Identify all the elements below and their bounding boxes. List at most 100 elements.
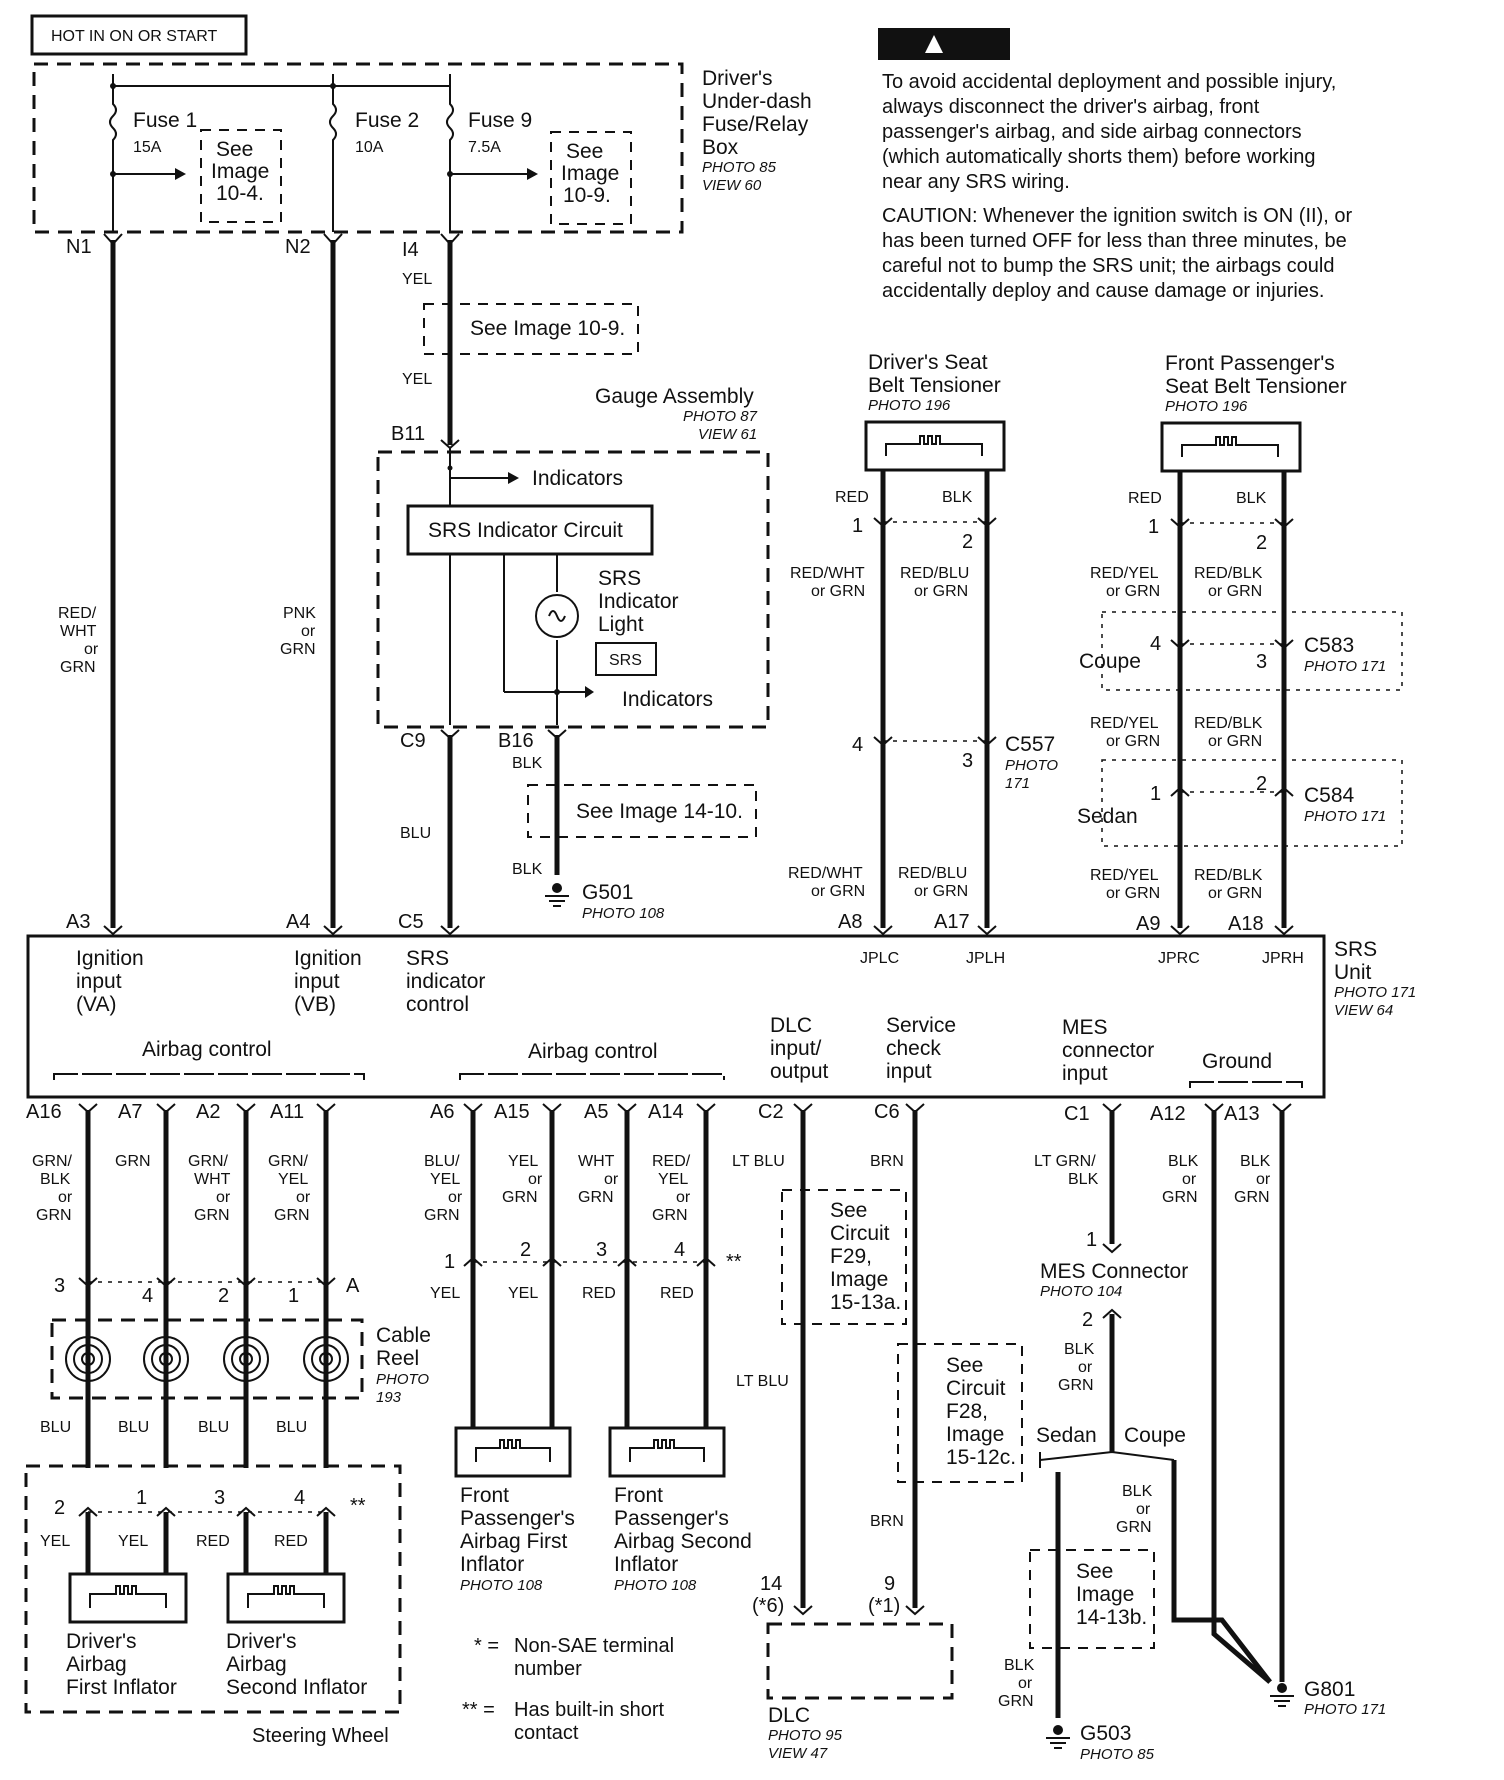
dab-second-1: Driver's [226,1630,297,1653]
svc-3: input [886,1060,932,1083]
a13-c1: BLK [1240,1153,1271,1170]
indicators-bottom: Indicators [622,688,713,711]
mes-in-3: input [1062,1062,1108,1085]
c9-color: BLU [400,825,431,842]
mes-pin-1: 1 [1086,1229,1097,1251]
reel-blu-2: BLU [118,1419,149,1436]
pass-c2: BLK [1236,490,1267,507]
caution-line-3: careful not to bump the SRS unit; the ai… [882,255,1335,277]
srs-indicator-circuit: SRS Indicator Circuit [428,519,623,542]
pab-second-photo: PHOTO 108 [614,1577,697,1594]
c2-color: LT BLU [732,1153,785,1170]
a11-c3: or [296,1189,311,1206]
mes-pin-2: 2 [1082,1309,1093,1331]
pab-pin-1: 1 [444,1251,455,1273]
ground-symbol-icon [1046,1725,1070,1749]
see-f28-1: See [946,1354,983,1377]
driver-w2b: or GRN [914,583,968,600]
a16-c2: BLK [40,1171,71,1188]
g503: G503 [1080,1722,1131,1745]
dlc-photo: PHOTO 95 [768,1727,843,1744]
driver-p2: 2 [962,531,973,553]
see-image-10-4-b: Image [211,160,269,183]
see-f28-3: F28, [946,1400,988,1423]
warning-line-4: (which automatically shorts them) before… [882,146,1316,168]
dab-first-3: First Inflator [66,1676,177,1699]
fuse-9-rating: 7.5A [468,139,501,156]
cable-reel-coil-icon [65,1336,349,1382]
inflator-squib-icon [247,1585,325,1608]
fuse-box-name-3: Fuse/Relay [702,113,809,136]
pass-w6a: RED/BLK [1194,867,1263,884]
a2-c3: or [216,1189,231,1206]
c1-color-2: BLK [1068,1171,1099,1188]
airbag-control-1: Airbag control [142,1038,272,1061]
pin-a13: A13 [1224,1103,1260,1125]
pin-c5: C5 [398,911,424,933]
power-label: HOT IN ON OR START [30,14,248,56]
srs-unit: A3 A4 C5 Ignition input (VA) Ignition in… [26,911,1416,1099]
ign-va-1: Ignition [76,947,144,970]
driver-w2a: RED/BLU [900,565,969,582]
driver-w3a: RED/WHT [788,865,863,882]
a2-c1: GRN/ [188,1153,229,1170]
c6-color: BRN [870,1153,904,1170]
fuse-box-photo: PHOTO 85 [702,159,777,176]
srs-ground: Ground [1202,1050,1272,1073]
cable-reel-name-2: Reel [376,1347,419,1370]
see-image-14-10: See Image 14-10. [576,800,743,823]
sedan-p2: 2 [1256,773,1267,795]
a6-c1: BLU/ [424,1153,460,1170]
pin-a15: A15 [494,1101,530,1123]
see-14-13b-2: Image [1076,1583,1134,1606]
pass-tensioner-name-2: Seat Belt Tensioner [1165,375,1347,398]
a16-c3: or [58,1189,73,1206]
jplc: JPLC [860,950,899,967]
steering-wheel: Steering Wheel [252,1725,389,1747]
sedan-c1: BLK [1004,1657,1035,1674]
ground-symbol-icon [545,883,569,907]
driver-p1: 1 [852,515,863,537]
pass-w3a: RED/YEL [1090,715,1159,732]
caution-line-2: has been turned OFF for less than three … [882,230,1347,252]
passenger-airbag: 1 2 3 4 ** YEL YEL RED RED Front Passeng… [430,1239,752,1594]
pin-n2: N2 [285,236,311,258]
mes-in-2: connector [1062,1039,1154,1062]
see-image-10-4-a: See [216,138,253,161]
a5-c2: or [604,1171,619,1188]
see-f28-2: Circuit [946,1377,1006,1400]
dab-pin-3: 3 [214,1487,225,1509]
pab-c4: RED [660,1285,694,1302]
warning-block: To avoid accidental deployment and possi… [878,28,1352,302]
pin-a14: A14 [648,1101,684,1123]
pin-b11: B11 [391,423,425,445]
svc-1: Service [886,1014,956,1037]
a6-c2: YEL [430,1171,460,1188]
srs-ind-2: indicator [406,970,485,993]
n2-color-3: GRN [280,641,316,658]
gauge-view: VIEW 61 [698,426,757,443]
i4-color-top: YEL [402,271,432,288]
dlc-pin-9: 9 [884,1573,895,1595]
driver-c1: RED [835,489,869,506]
fuse-2-rating: 10A [355,139,384,156]
fuse-2-name: Fuse 2 [355,109,419,132]
dab-first-1: Driver's [66,1630,137,1653]
i4-color-bottom: YEL [402,371,432,388]
see-f29-4: Image [830,1268,888,1291]
pin-a11: A11 [270,1101,304,1123]
c584: C584 [1304,784,1355,807]
indicators-top: Indicators [532,467,623,490]
mes-c2: or [1078,1359,1093,1376]
pab-c3: RED [582,1285,616,1302]
dab-c4: RED [274,1533,308,1550]
srs-ind-3: control [406,993,469,1016]
dlc-view: VIEW 47 [768,1745,828,1762]
cable-reel-photo-2: 193 [376,1389,402,1406]
pin-a6: A6 [430,1101,454,1123]
n1-color-4: GRN [60,659,96,676]
mes-photo: PHOTO 104 [1040,1283,1122,1300]
pab-pin-2: 2 [520,1239,531,1261]
a11-c4: GRN [274,1207,310,1224]
